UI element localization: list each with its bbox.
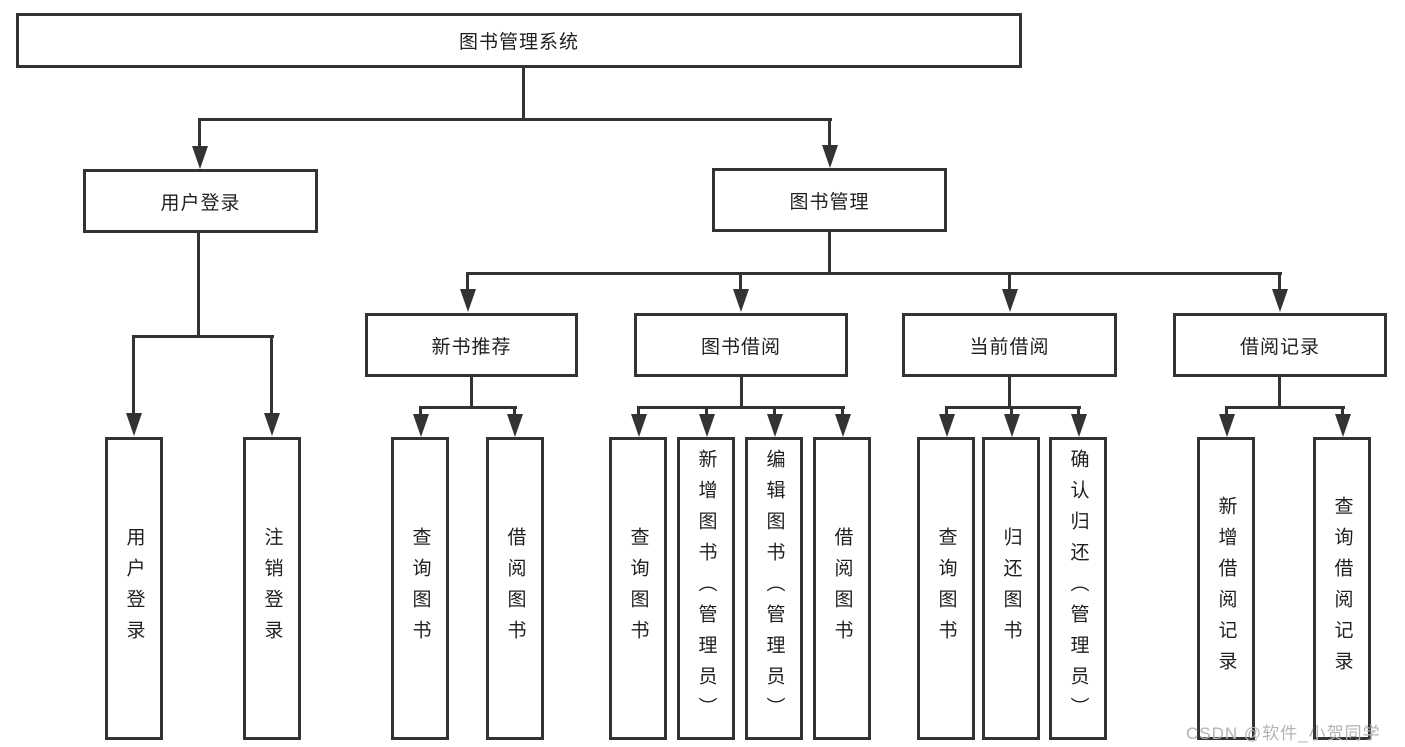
node-new-book-recommend: 新书推荐 — [365, 313, 578, 377]
connector-arrow-shaft-g2c2 — [705, 409, 708, 417]
leaf-user-login: 用户登录 — [105, 437, 163, 740]
leaf-confirm-return-admin-label: 确认归还（管理员） — [1067, 449, 1089, 728]
connector-arrow-shaft-user-login — [198, 121, 201, 149]
node-book-borrow-label: 图书借阅 — [700, 336, 781, 358]
leaf-query-books-1: 查询图书 — [391, 437, 449, 740]
connector-group2-stub — [740, 377, 743, 406]
node-root-label: 图书管理系统 — [458, 32, 579, 53]
connector-arrow-shaft-group1 — [466, 275, 469, 291]
connector-arrow-shaft-leaf-logout — [270, 338, 273, 415]
node-current-borrow: 当前借阅 — [902, 313, 1117, 377]
connector-arrow-shaft-group2 — [739, 275, 742, 291]
arrow-down-icon-book-mgmt — [822, 145, 838, 168]
leaf-add-books-admin-label: 新增图书（管理员） — [695, 449, 717, 728]
leaf-user-login-label: 用户登录 — [123, 526, 145, 651]
leaf-borrow-books-1-label: 借阅图书 — [504, 526, 526, 651]
connector-arrow-shaft-g3c1 — [945, 409, 948, 417]
leaf-query-books-2-label: 查询图书 — [627, 526, 649, 651]
connector-arrow-shaft-leaf-login — [132, 338, 135, 415]
connector-arrow-shaft-group4 — [1278, 275, 1281, 291]
leaf-edit-books-admin-label: 编辑图书（管理员） — [763, 449, 785, 728]
arrow-down-icon-group4 — [1272, 289, 1288, 312]
node-book-borrow: 图书借阅 — [634, 313, 848, 377]
leaf-borrow-books-2-label: 借阅图书 — [831, 526, 853, 651]
arrow-down-icon-g3c3 — [1071, 414, 1087, 437]
arrow-down-icon-g2c3 — [767, 414, 783, 437]
leaf-return-books: 归还图书 — [982, 437, 1040, 740]
connector-group3-stub — [1008, 377, 1011, 406]
node-book-management-label: 图书管理 — [789, 191, 870, 213]
connector-group3-hline — [945, 406, 1081, 409]
arrow-down-icon-g2c4 — [835, 414, 851, 437]
leaf-query-books-2: 查询图书 — [609, 437, 667, 740]
csdn-watermark: CSDN @软件_小贺同学 — [1186, 724, 1381, 743]
connector-arrow-shaft-g2c4 — [841, 409, 844, 417]
connector-group2-hline — [637, 406, 845, 409]
connector-arrow-shaft-book-mgmt — [828, 121, 831, 148]
connector-root-stub — [522, 68, 525, 118]
leaf-borrow-books-1: 借阅图书 — [486, 437, 544, 740]
connector-group1-stub — [470, 377, 473, 406]
leaf-query-borrow-record-label: 查询借阅记录 — [1331, 495, 1353, 682]
connector-root-hline — [198, 118, 832, 121]
connector-arrow-shaft-g3c3 — [1077, 409, 1080, 417]
arrow-down-icon-g4c2 — [1335, 414, 1351, 437]
leaf-logout: 注销登录 — [243, 437, 301, 740]
connector-mgmt-hline — [466, 272, 1282, 275]
arrow-down-icon-g2c2 — [699, 414, 715, 437]
connector-mgmt-stub — [828, 232, 831, 272]
node-user-login: 用户登录 — [83, 169, 318, 233]
node-new-book-recommend-label: 新书推荐 — [431, 336, 512, 358]
arrow-down-icon-group2 — [733, 289, 749, 312]
node-book-management: 图书管理 — [712, 168, 947, 232]
leaf-add-borrow-record-label: 新增借阅记录 — [1215, 495, 1237, 682]
leaf-query-books-3-label: 查询图书 — [935, 526, 957, 651]
connector-arrow-shaft-g2c3 — [773, 409, 776, 417]
leaf-add-books-admin: 新增图书（管理员） — [677, 437, 735, 740]
arrow-down-icon-g3c1 — [939, 414, 955, 437]
arrow-down-icon-g2c1 — [631, 414, 647, 437]
node-current-borrow-label: 当前借阅 — [969, 336, 1050, 358]
leaf-query-borrow-record: 查询借阅记录 — [1313, 437, 1371, 740]
arrow-down-icon-g1c1 — [413, 414, 429, 437]
arrow-down-icon-leaf-login — [126, 413, 142, 436]
connector-group4-hline — [1225, 406, 1345, 409]
leaf-add-borrow-record: 新增借阅记录 — [1197, 437, 1255, 740]
connector-arrow-shaft-g4c1 — [1225, 409, 1228, 417]
connector-arrow-shaft-g4c2 — [1341, 409, 1344, 417]
leaf-query-books-1-label: 查询图书 — [409, 526, 431, 651]
connector-arrow-shaft-g1c1 — [419, 409, 422, 417]
connector-login-stub — [197, 233, 200, 335]
arrow-down-icon-g4c1 — [1219, 414, 1235, 437]
connector-group4-stub — [1278, 377, 1281, 406]
leaf-return-books-label: 归还图书 — [1000, 526, 1022, 651]
connector-arrow-shaft-g2c1 — [637, 409, 640, 417]
node-root: 图书管理系统 — [16, 13, 1022, 68]
leaf-confirm-return-admin: 确认归还（管理员） — [1049, 437, 1107, 740]
arrow-down-icon-user-login — [192, 146, 208, 169]
connector-login-hline — [132, 335, 274, 338]
node-borrow-records-label: 借阅记录 — [1239, 336, 1320, 358]
arrow-down-icon-group3 — [1002, 289, 1018, 312]
connector-arrow-shaft-g3c2 — [1010, 409, 1013, 417]
node-user-login-label: 用户登录 — [160, 192, 241, 214]
leaf-query-books-3: 查询图书 — [917, 437, 975, 740]
arrow-down-icon-leaf-logout — [264, 413, 280, 436]
arrow-down-icon-g1c2 — [507, 414, 523, 437]
leaf-logout-label: 注销登录 — [261, 526, 283, 651]
node-borrow-records: 借阅记录 — [1173, 313, 1387, 377]
connector-arrow-shaft-group3 — [1008, 275, 1011, 291]
connector-arrow-shaft-g1c2 — [513, 409, 516, 417]
arrow-down-icon-g3c2 — [1004, 414, 1020, 437]
leaf-edit-books-admin: 编辑图书（管理员） — [745, 437, 803, 740]
connector-group1-hline — [419, 406, 517, 409]
arrow-down-icon-group1 — [460, 289, 476, 312]
leaf-borrow-books-2: 借阅图书 — [813, 437, 871, 740]
